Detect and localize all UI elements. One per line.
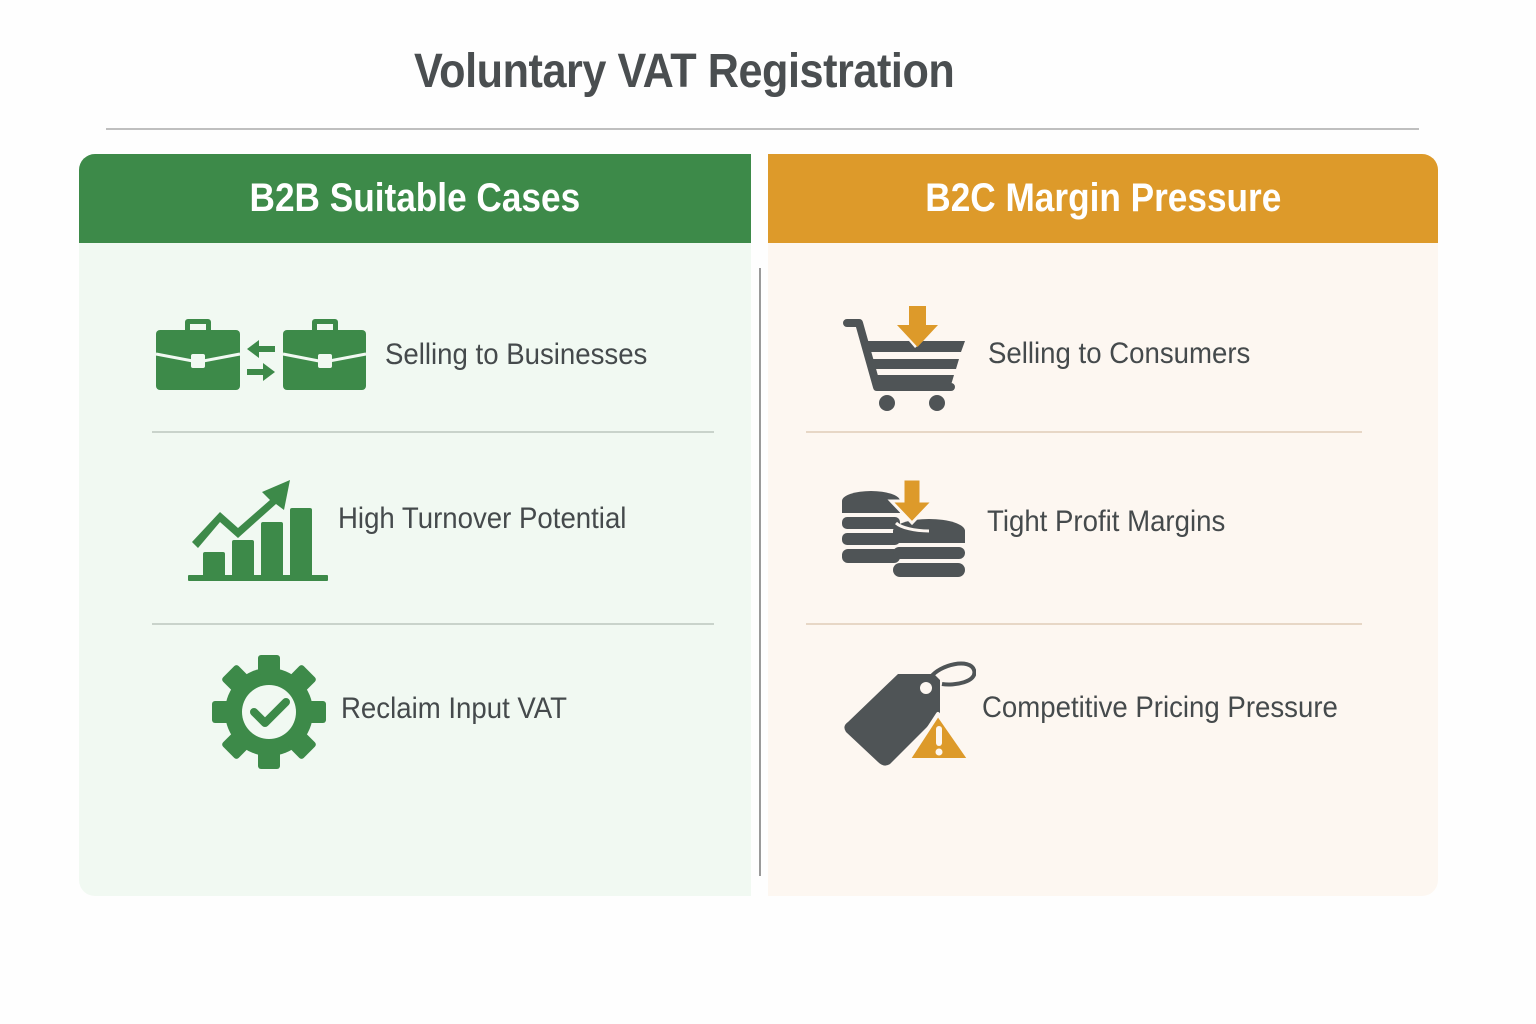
list-item-selling-to-consumers: Selling to Consumers xyxy=(843,305,1273,413)
list-item-label: Competitive Pricing Pressure xyxy=(982,691,1338,724)
list-item-competitive-pricing: Competitive Pricing Pressure xyxy=(842,660,1369,768)
b2b-panel-title: B2B Suitable Cases xyxy=(249,176,581,220)
title-divider xyxy=(106,128,1419,130)
growth-chart-icon xyxy=(188,480,328,581)
list-item-selling-to-businesses: Selling to Businesses xyxy=(155,318,670,392)
b2b-panel-header: B2B Suitable Cases xyxy=(79,154,751,243)
row-separator xyxy=(152,623,714,625)
list-item-reclaim-vat: Reclaim Input VAT xyxy=(211,655,587,769)
list-item-label: Tight Profit Margins xyxy=(987,505,1226,538)
b2b-panel: B2B Suitable Cases xyxy=(79,154,751,896)
shopping-cart-down-icon xyxy=(843,306,965,411)
gear-check-icon xyxy=(212,655,326,769)
list-item-label: High Turnover Potential xyxy=(338,502,627,535)
list-item-label: Reclaim Input VAT xyxy=(341,692,567,725)
list-item-high-turnover: High Turnover Potential xyxy=(188,478,652,584)
list-item-label: Selling to Businesses xyxy=(385,338,648,371)
price-tag-warning-icon xyxy=(844,661,976,766)
coins-down-icon xyxy=(842,479,965,577)
b2c-panel-header: B2C Margin Pressure xyxy=(768,154,1438,243)
list-item-label: Selling to Consumers xyxy=(988,337,1251,370)
row-separator xyxy=(806,623,1362,625)
panel-divider xyxy=(759,268,761,876)
list-item-tight-margins: Tight Profit Margins xyxy=(841,479,1246,581)
row-separator xyxy=(152,431,714,433)
page-title: Voluntary VAT Registration xyxy=(414,45,955,98)
briefcase-exchange-icon xyxy=(155,319,367,390)
row-separator xyxy=(806,431,1362,433)
b2c-panel-title: B2C Margin Pressure xyxy=(924,176,1282,220)
b2c-panel: B2C Margin Pressure xyxy=(768,154,1438,896)
